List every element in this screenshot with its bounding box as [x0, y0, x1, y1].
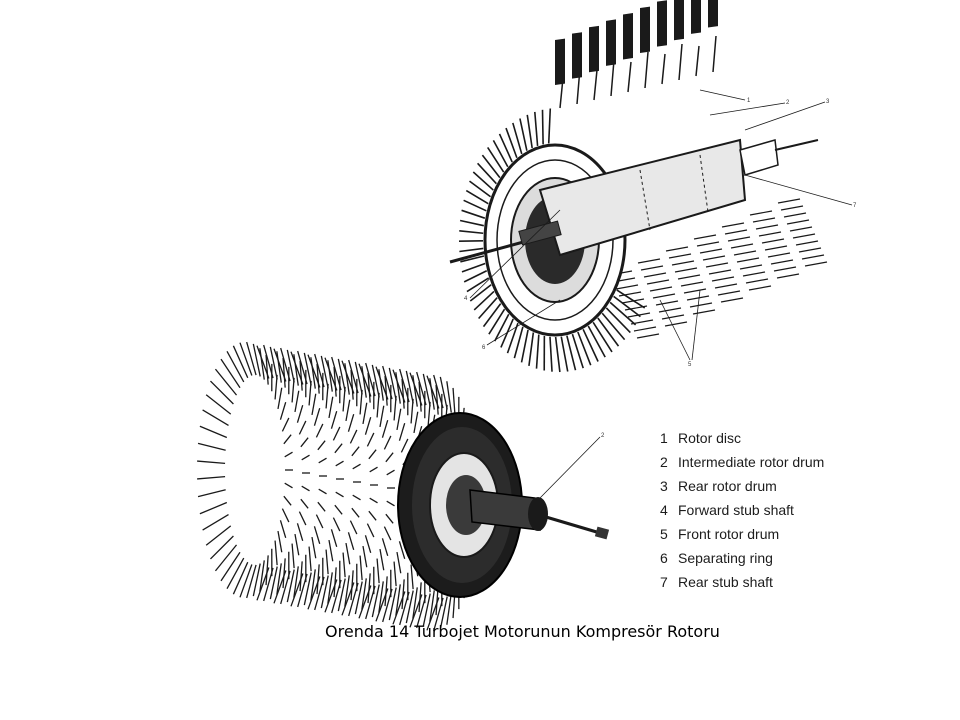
- svg-text:4: 4: [464, 296, 468, 302]
- legend-number: 3: [660, 478, 668, 494]
- legend-label: Rear stub shaft: [678, 574, 773, 590]
- legend-item: 6 Separating ring: [660, 546, 824, 570]
- legend-label: Front rotor drum: [678, 526, 780, 542]
- legend-number: 2: [660, 454, 668, 470]
- svg-text:6: 6: [482, 345, 486, 351]
- legend-number: 6: [660, 550, 668, 566]
- svg-text:1: 1: [747, 98, 751, 104]
- svg-text:2: 2: [786, 100, 790, 106]
- legend-label: Intermediate rotor drum: [678, 454, 825, 470]
- legend-number: 5: [660, 526, 668, 542]
- legend-item: 2 Intermediate rotor drum: [660, 450, 824, 474]
- legend-item: 1 Rotor disc: [660, 426, 824, 450]
- callout-numerals: 1 2 3 7 4 6 5 2: [464, 98, 857, 439]
- legend-label: Separating ring: [678, 550, 773, 566]
- cutaway-rotor: [449, 0, 853, 373]
- legend-label: Rear rotor drum: [678, 478, 777, 494]
- legend-item: 5 Front rotor drum: [660, 522, 824, 546]
- legend-item: 4 Forward stub shaft: [660, 498, 824, 522]
- svg-text:2: 2: [601, 433, 605, 439]
- legend-item: 7 Rear stub shaft: [660, 570, 824, 594]
- assembled-rotor: [197, 341, 610, 632]
- legend-label: Forward stub shaft: [678, 502, 794, 518]
- legend-number: 7: [660, 574, 668, 590]
- legend-number: 4: [660, 502, 668, 518]
- legend-label: Rotor disc: [678, 430, 742, 446]
- svg-text:3: 3: [826, 99, 830, 105]
- legend-item: 3 Rear rotor drum: [660, 474, 824, 498]
- svg-text:5: 5: [688, 362, 692, 368]
- figure-caption: Orenda 14 Turbojet Motorunun Kompresör R…: [325, 622, 720, 641]
- legend-number: 1: [660, 430, 668, 446]
- svg-text:7: 7: [853, 203, 857, 209]
